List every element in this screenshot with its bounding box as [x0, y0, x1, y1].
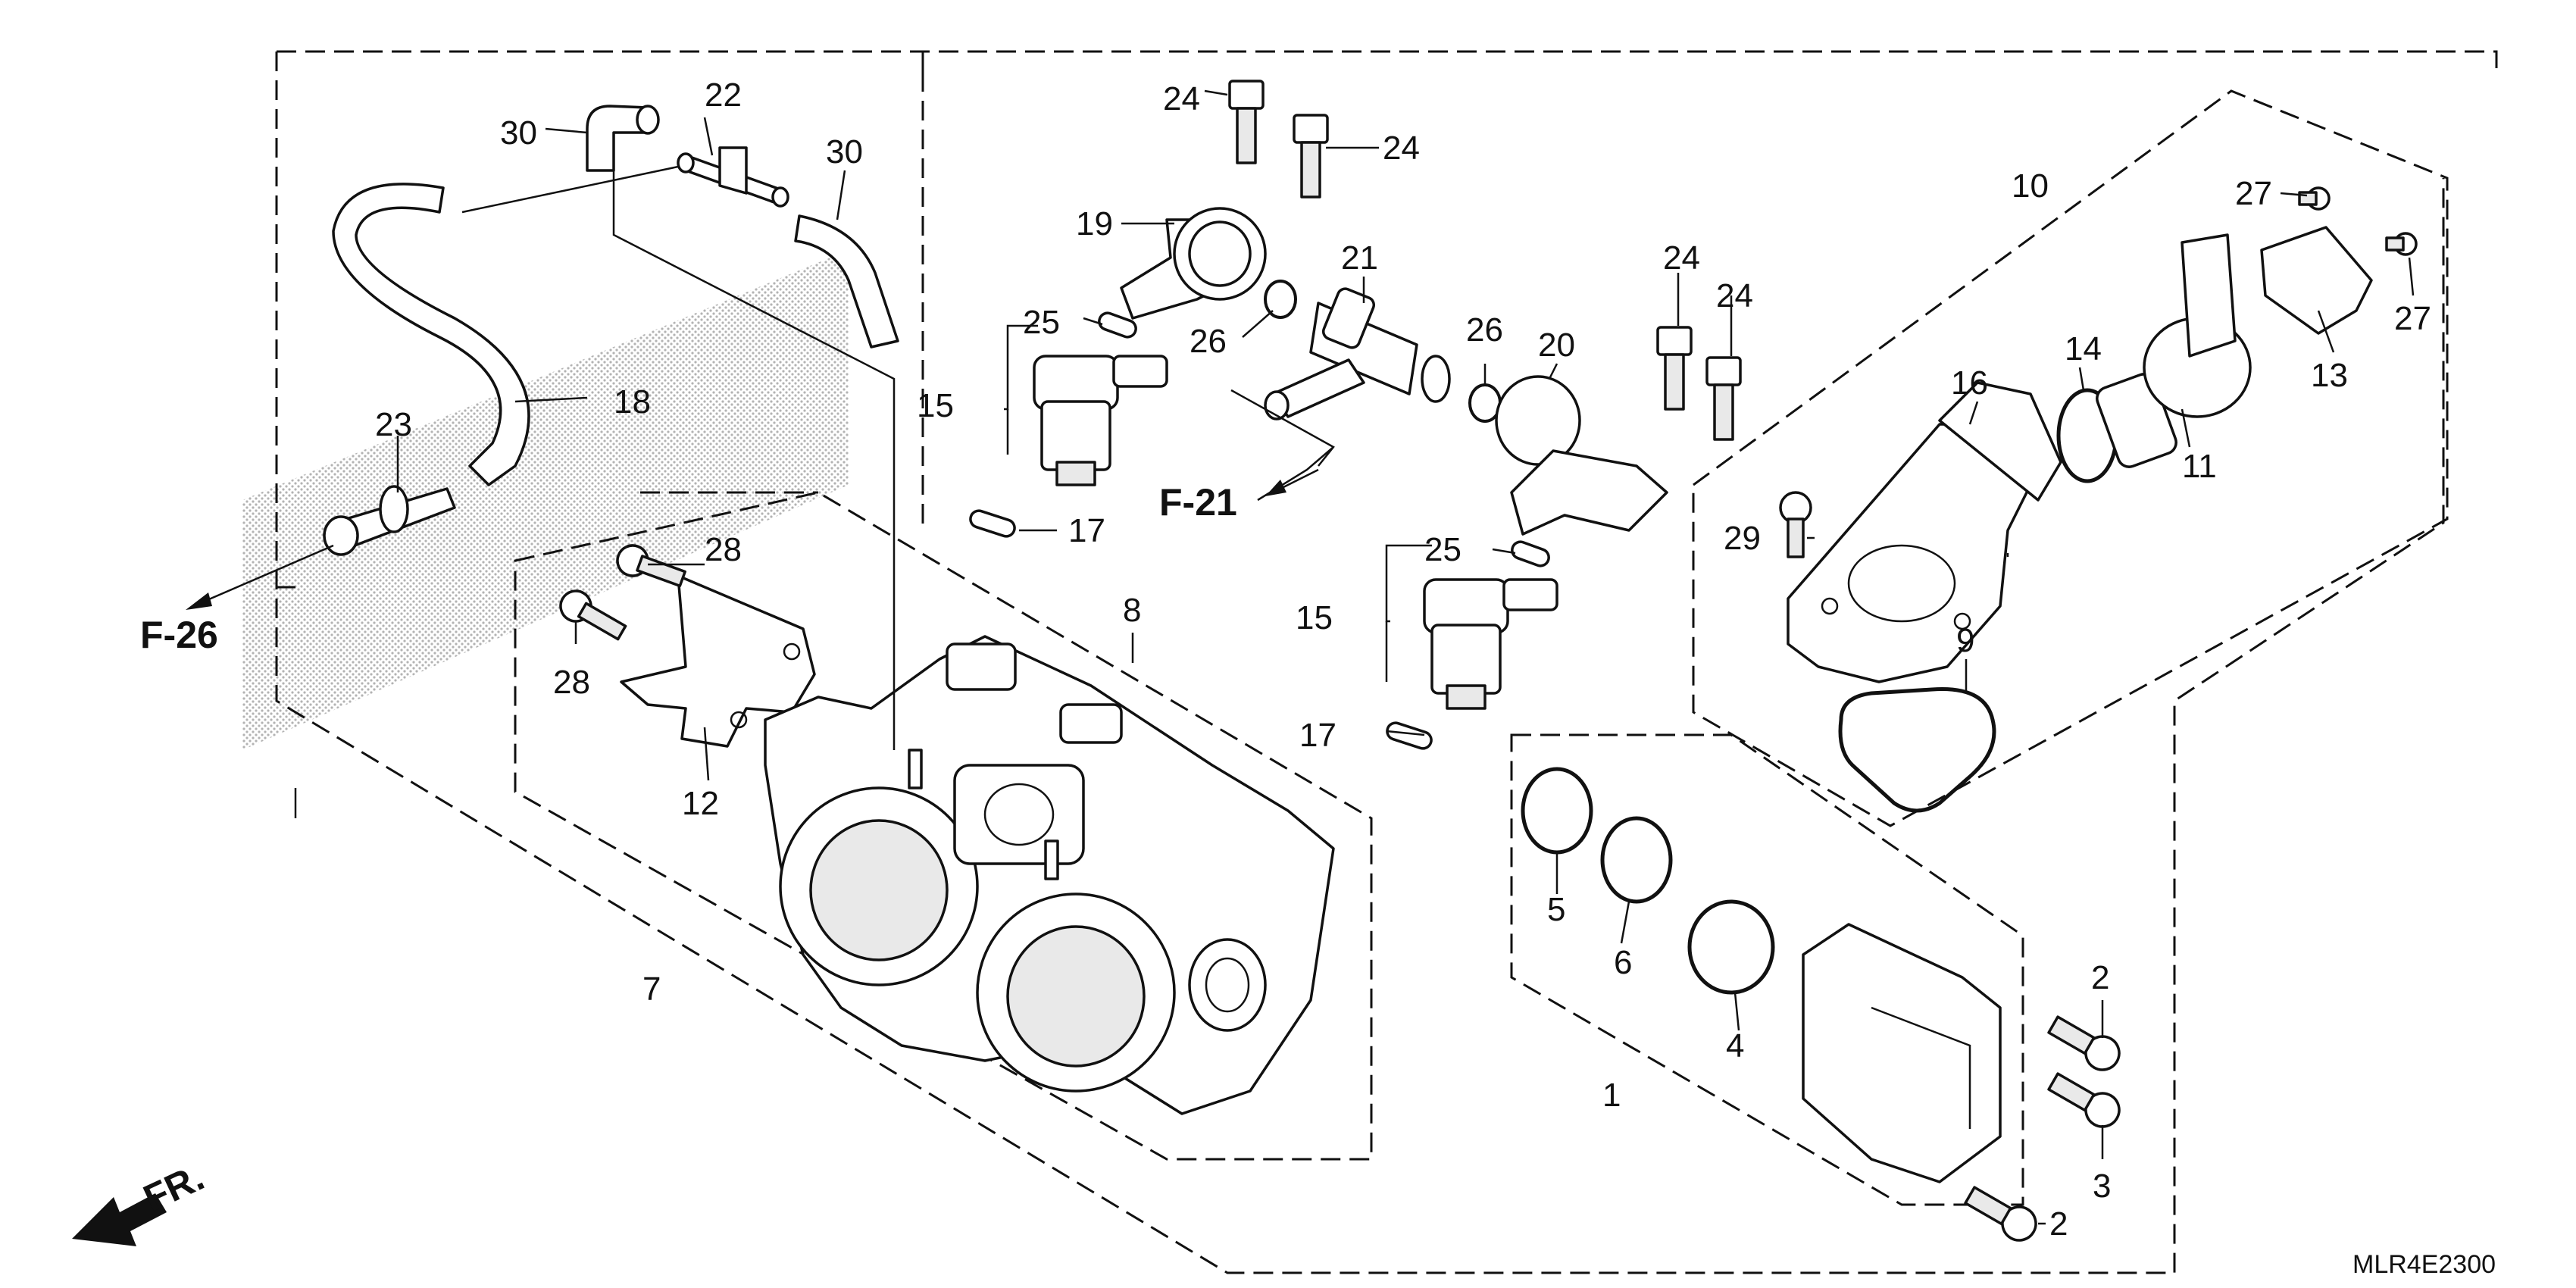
- part-hose-30a: [586, 105, 660, 172]
- callout-15a: 15: [917, 387, 954, 424]
- callout-27a: 27: [2235, 175, 2272, 212]
- callout-30a: 30: [500, 114, 537, 152]
- part-bracket-19: [1120, 207, 1267, 320]
- callout-27b: 27: [2394, 300, 2431, 337]
- callout-24a: 24: [1163, 80, 1200, 117]
- callout-4: 4: [1726, 1027, 1744, 1064]
- callout-24c: 24: [1663, 239, 1700, 277]
- callout-3: 3: [2093, 1168, 2111, 1205]
- callout-23: 23: [375, 406, 412, 443]
- part-hose-18: [332, 183, 530, 486]
- ref-f26: F-26: [140, 614, 218, 656]
- callout-16: 16: [1951, 364, 1988, 402]
- callout-28a: 28: [705, 531, 742, 568]
- part-injector-15a: [1033, 355, 1168, 486]
- callout-8: 8: [1123, 592, 1141, 629]
- callout-1: 1: [1602, 1077, 1621, 1114]
- callout-21: 21: [1341, 239, 1378, 277]
- callout-18: 18: [614, 383, 651, 420]
- part-hose-30b: [794, 214, 899, 349]
- callout-25b: 25: [1424, 531, 1462, 568]
- callout-20: 20: [1538, 327, 1575, 364]
- part-seal-17b: [1386, 721, 1433, 750]
- callout-6: 6: [1614, 944, 1632, 981]
- part-assembly-16: [1787, 381, 2062, 683]
- part-screw-29: [1779, 491, 1812, 558]
- callouts: 1 2 2 3 4 5 6 7 8 9 10 11 12 13 14 15 15…: [375, 77, 2431, 1243]
- callout-14: 14: [2065, 330, 2102, 367]
- ref-arrows: [186, 468, 1319, 610]
- callout-12: 12: [682, 785, 719, 822]
- callout-7: 7: [642, 971, 661, 1008]
- part-seal-17a: [969, 509, 1016, 538]
- part-fuel-joint-21: [1264, 287, 1451, 420]
- callout-5: 5: [1547, 891, 1565, 928]
- part-orings-5-6-4: [1521, 767, 1775, 995]
- callout-17b: 17: [1299, 717, 1336, 754]
- part-throttle-body-8: [764, 635, 1335, 1115]
- callout-2a: 2: [2091, 959, 2109, 996]
- callout-9: 9: [1956, 622, 1974, 659]
- callout-22: 22: [705, 77, 742, 114]
- callout-30b: 30: [826, 133, 863, 170]
- callout-29: 29: [1724, 520, 1761, 557]
- part-bolts-24: [1228, 80, 1742, 441]
- part-sensor-11: [2096, 233, 2252, 468]
- callout-19: 19: [1076, 205, 1113, 242]
- part-oring-25b: [1511, 540, 1550, 567]
- part-gasket-9: [1838, 687, 1996, 813]
- callout-11: 11: [2182, 448, 2217, 485]
- callout-10: 10: [2012, 167, 2049, 205]
- part-screws-27: [2298, 186, 2418, 256]
- leader-lines: [294, 89, 2415, 1225]
- callout-15b: 15: [1296, 599, 1333, 636]
- callout-17a: 17: [1068, 512, 1105, 549]
- part-oring-25a: [1098, 311, 1137, 339]
- group-boundaries: [275, 50, 2498, 1274]
- part-bracket-12: [620, 574, 816, 748]
- part-injector-15b: [1423, 578, 1558, 710]
- part-bracket-20: [1495, 375, 1668, 536]
- shading-area: [242, 250, 849, 750]
- part-plate-13: [2260, 226, 2373, 335]
- callout-24b: 24: [1383, 130, 1420, 167]
- callout-25a: 25: [1023, 304, 1060, 341]
- part-code: MLR4E2300: [2352, 1250, 2496, 1279]
- part-sensor-unit-1: [1802, 923, 2002, 1183]
- front-arrow-icon: [72, 1193, 167, 1246]
- callout-26b: 26: [1466, 311, 1503, 349]
- callout-2b: 2: [2049, 1205, 2068, 1243]
- callout-28b: 28: [553, 664, 590, 701]
- part-oring-26a: [1264, 280, 1297, 319]
- part-joint-22: [677, 146, 789, 208]
- part-screws-2-3: [1964, 1015, 2121, 1242]
- callout-13: 13: [2311, 357, 2348, 394]
- callout-24d: 24: [1716, 277, 1753, 314]
- ref-f21: F-21: [1159, 481, 1237, 524]
- callout-26a: 26: [1190, 323, 1227, 360]
